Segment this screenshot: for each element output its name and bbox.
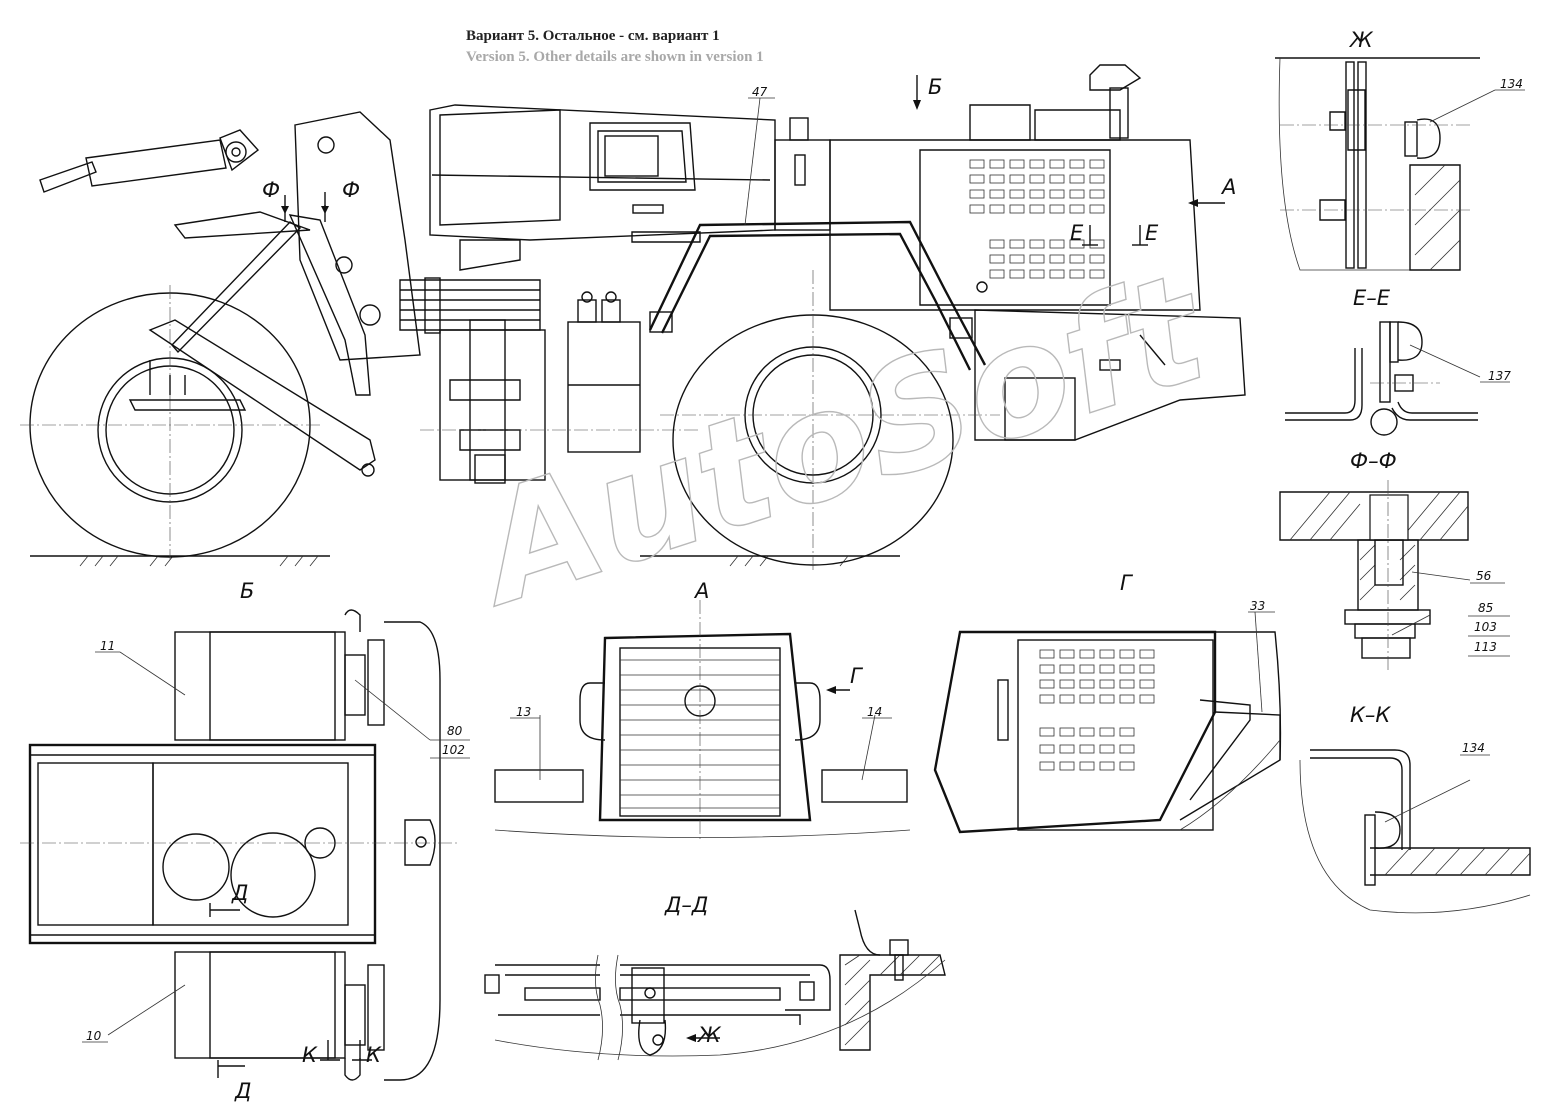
callout-113: 113 (1474, 640, 1497, 654)
section-zh-title: Ж (1348, 28, 1374, 52)
loader-boom (39, 111, 421, 477)
section-ff-title: Ф–Ф (1350, 449, 1397, 473)
leader-lines (107, 89, 1496, 1036)
section-k-left-label: К (302, 1043, 318, 1067)
hood-grille (969, 159, 1105, 293)
section-kk-title: К–К (1350, 703, 1391, 727)
cab (429, 104, 776, 271)
section-e-right-label: Е (1145, 221, 1159, 245)
callout-47: 47 (752, 85, 768, 99)
callout-13: 13 (516, 705, 531, 719)
guard-frame (631, 220, 987, 371)
section-markers-main (281, 75, 1225, 246)
view-g-title: Г (1120, 571, 1134, 595)
rear-wheel (660, 270, 1000, 570)
section-zh (1275, 57, 1480, 271)
view-b-top (20, 609, 460, 1081)
view-labels: Б А Ф Ф Е Е Б А Г Г Ж Е–Е Ф–Ф К–К Д–Д Д … (231, 28, 1397, 1103)
drawing-title-en: Version 5. Other details are shown in ve… (466, 49, 764, 65)
section-ee-title: Е–Е (1353, 286, 1391, 310)
section-f-f (1279, 480, 1469, 670)
callout-14: 14 (867, 705, 882, 719)
section-e-e (1285, 321, 1478, 436)
callout-103: 103 (1474, 620, 1497, 634)
callout-11: 11 (100, 639, 115, 653)
watermark: AutoSoft (451, 240, 1228, 641)
section-d-bottom-label: Д (234, 1079, 251, 1103)
callout-56: 56 (1476, 569, 1492, 583)
section-k-k (1299, 749, 1531, 914)
callout-10: 10 (86, 1029, 102, 1043)
view-zh-arrow-label: Ж (696, 1023, 722, 1047)
callout-137: 137 (1488, 369, 1511, 383)
view-a-front (494, 600, 911, 840)
engine-hood (774, 64, 1246, 441)
main-side-view (20, 64, 1246, 570)
section-f-right-label: Ф (342, 178, 360, 202)
callout-80: 80 (447, 724, 463, 738)
section-d-d (484, 909, 946, 1061)
section-e-left-label: Е (1070, 221, 1084, 245)
drawing-title-ru: Вариант 5. Остальное - см. вариант 1 (466, 28, 720, 44)
front-wheel (20, 285, 320, 560)
view-g-arrow-label: Г (850, 664, 864, 688)
frame-middle (399, 277, 700, 484)
section-k-right-label: К (366, 1043, 382, 1067)
callout-134-zh: 134 (1500, 77, 1523, 91)
view-b-arrow-label: Б (928, 75, 942, 99)
section-dd-title: Д–Д (664, 893, 708, 917)
section-f-left-label: Ф (262, 178, 280, 202)
part-callouts: 47 134 137 56 85 103 113 134 11 10 80 10… (86, 77, 1523, 1043)
callout-134-kk: 134 (1462, 741, 1485, 755)
callout-underlines (82, 89, 1525, 1043)
view-b-title: Б (240, 579, 254, 603)
view-a-title: А (693, 579, 709, 603)
callout-85: 85 (1478, 601, 1493, 615)
callout-33: 33 (1250, 599, 1265, 613)
view-a-arrow-label: А (1220, 175, 1236, 199)
section-d-top-label: Д (231, 881, 248, 905)
view-g (933, 630, 1282, 834)
callout-102: 102 (442, 743, 465, 757)
